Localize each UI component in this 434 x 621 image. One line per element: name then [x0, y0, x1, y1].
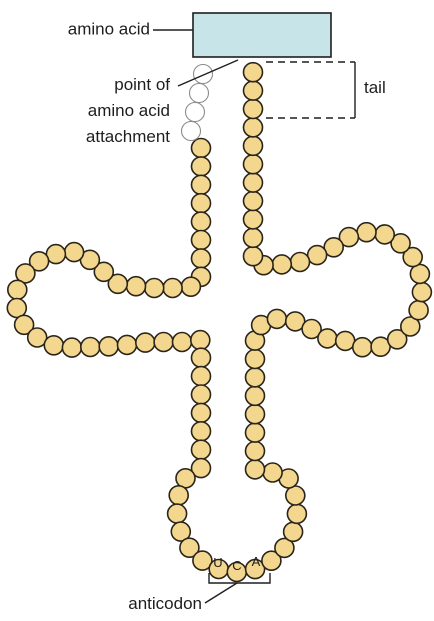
- amino-acid-box: [193, 13, 331, 57]
- nucleotide: [192, 348, 211, 367]
- nucleotide: [192, 231, 211, 250]
- attachment-bead: [186, 103, 205, 122]
- nucleotide: [192, 422, 211, 441]
- attachment-label-line2: amino acid: [88, 101, 170, 120]
- anticodon-base: C: [232, 558, 241, 573]
- nucleotide: [375, 225, 394, 244]
- nucleotide: [267, 309, 286, 328]
- nucleotide: [44, 336, 63, 355]
- nucleotide: [291, 253, 310, 272]
- anticodon-leader-line: [205, 583, 237, 603]
- nucleotide: [168, 504, 187, 523]
- anticodon-base: A: [252, 554, 261, 569]
- nucleotide: [244, 228, 263, 247]
- nucleotide: [246, 423, 265, 442]
- nucleotide: [246, 368, 265, 387]
- nucleotide: [163, 279, 182, 298]
- nucleotide: [244, 247, 263, 266]
- nucleotide: [192, 157, 211, 176]
- nucleotide: [412, 283, 431, 302]
- nucleotide: [173, 333, 192, 352]
- nucleotide: [244, 136, 263, 155]
- nucleotide-chain: [7, 63, 431, 582]
- attachment-label-line3: attachment: [86, 127, 170, 146]
- nucleotide: [353, 338, 372, 357]
- nucleotide: [246, 442, 265, 461]
- nucleotide: [127, 277, 146, 296]
- nucleotide: [192, 249, 211, 268]
- nucleotide: [192, 403, 211, 422]
- nucleotide: [145, 279, 164, 298]
- amino-acid-label: amino acid: [68, 19, 150, 38]
- nucleotide: [65, 243, 84, 262]
- nucleotide: [308, 246, 327, 265]
- anticodon-base: U: [213, 555, 222, 570]
- nucleotide: [284, 522, 303, 541]
- attachment-site-beads: [182, 65, 213, 141]
- nucleotide: [244, 118, 263, 137]
- nucleotide: [118, 335, 137, 354]
- attachment-bead: [190, 84, 209, 103]
- nucleotide: [192, 175, 211, 194]
- nucleotide: [246, 460, 265, 479]
- nucleotide: [409, 301, 428, 320]
- nucleotide: [81, 338, 100, 357]
- nucleotide: [192, 440, 211, 459]
- nucleotide: [244, 192, 263, 211]
- nucleotide: [136, 333, 155, 352]
- nucleotide: [244, 155, 263, 174]
- nucleotide: [318, 329, 337, 348]
- nucleotide: [176, 469, 195, 488]
- nucleotide: [192, 385, 211, 404]
- nucleotide: [246, 405, 265, 424]
- attachment-bead: [194, 65, 213, 84]
- nucleotide: [192, 367, 211, 386]
- nucleotide: [154, 333, 173, 352]
- nucleotide: [62, 338, 81, 357]
- nucleotide: [246, 386, 265, 405]
- tail-bracket: [266, 62, 355, 118]
- nucleotide: [191, 331, 210, 350]
- attachment-label-line1: point of: [114, 75, 170, 94]
- nucleotide: [263, 463, 282, 482]
- nucleotide: [192, 194, 211, 213]
- nucleotide: [244, 173, 263, 192]
- nucleotide: [181, 277, 200, 296]
- nucleotide: [244, 63, 263, 82]
- nucleotide: [246, 350, 265, 369]
- nucleotide: [286, 486, 305, 505]
- nucleotide: [244, 81, 263, 100]
- nucleotide: [192, 139, 211, 158]
- attachment-bead: [182, 122, 201, 141]
- nucleotide: [244, 210, 263, 229]
- tail-label: tail: [364, 78, 386, 97]
- nucleotide: [99, 337, 118, 356]
- nucleotide: [357, 223, 376, 242]
- anticodon-label: anticodon: [128, 594, 202, 613]
- nucleotide: [169, 486, 188, 505]
- nucleotide: [272, 255, 291, 274]
- nucleotide: [336, 331, 355, 350]
- nucleotide: [244, 100, 263, 119]
- nucleotide: [287, 504, 306, 523]
- nucleotide: [192, 212, 211, 231]
- nucleotide: [8, 280, 27, 299]
